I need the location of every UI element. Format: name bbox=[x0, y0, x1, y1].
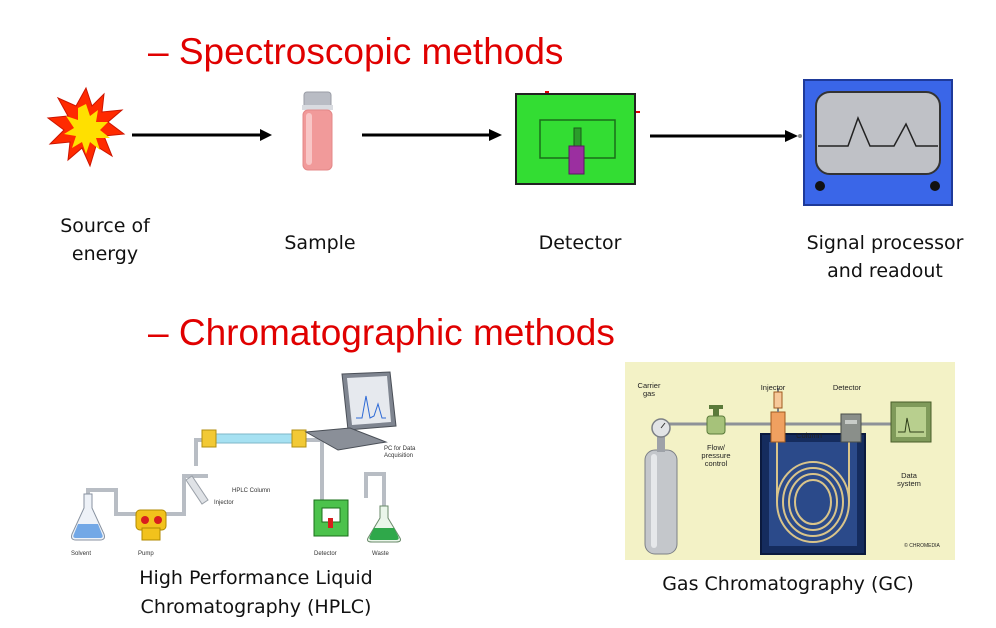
hplc-caption-line1: High Performance Liquid bbox=[139, 567, 373, 589]
label-source-of-energy: Source of energy bbox=[40, 212, 170, 268]
hplc-label-pc: PC for Data Acquisition bbox=[384, 446, 415, 460]
hplc-pump-icon bbox=[135, 509, 167, 541]
spectroscopic-flow-diagram bbox=[46, 79, 953, 206]
gc-data-system-icon bbox=[890, 401, 932, 443]
label-signal-processor: Signal processor and readout bbox=[790, 229, 980, 285]
gc-injector-icon bbox=[770, 388, 786, 443]
hplc-label-column: HPLC Column bbox=[232, 488, 271, 494]
hplc-label-pc-line2: Acquisition bbox=[384, 453, 414, 459]
gc-caption: Gas Chromatography (GC) bbox=[662, 573, 914, 595]
label-signal-line1: Signal processor bbox=[806, 232, 964, 254]
gc-label-data-system: Data system bbox=[889, 472, 929, 488]
arrow-source-to-sample bbox=[132, 129, 272, 141]
label-source-line2: energy bbox=[71, 243, 139, 265]
gc-label-data-line1: Data bbox=[901, 471, 917, 480]
hplc-label-solvent: Solvent bbox=[71, 551, 92, 557]
hplc-injector-icon bbox=[185, 475, 209, 505]
sample-vial-icon bbox=[302, 91, 333, 171]
hplc-label-waste: Waste bbox=[372, 551, 389, 557]
gc-detector-icon bbox=[840, 413, 862, 443]
hplc-label-pc-line1: PC for Data bbox=[384, 446, 416, 452]
hplc-laptop-icon bbox=[304, 371, 397, 451]
arrow-detector-to-readout bbox=[650, 130, 802, 142]
arrow-sample-to-detector bbox=[362, 129, 502, 141]
energy-source-icon bbox=[46, 86, 126, 168]
label-source-line1: Source of bbox=[60, 215, 150, 237]
gc-illustration bbox=[644, 388, 932, 555]
gc-label-copyright: © CHROMEDIA bbox=[904, 543, 940, 549]
gc-label-carrier-line2: gas bbox=[642, 389, 656, 398]
gc-label-injector: Injector bbox=[760, 383, 786, 392]
gc-column-coil-icon bbox=[776, 438, 850, 543]
hplc-label-detector: Detector bbox=[314, 551, 337, 557]
gc-label-carrier: Carrier gas bbox=[635, 382, 663, 398]
gc-label-flow: Flow/ pressure control bbox=[695, 444, 737, 468]
heading-spectroscopic: – Spectroscopic methods bbox=[148, 31, 564, 72]
gc-label-carrier-line1: Carrier bbox=[637, 381, 661, 390]
gc-label-flow-line3: control bbox=[704, 459, 728, 468]
hplc-caption-line2: Chromatography (HPLC) bbox=[140, 596, 372, 618]
detector-box-icon bbox=[515, 91, 640, 185]
label-sample: Sample bbox=[284, 232, 356, 254]
heading-chromatographic: – Chromatographic methods bbox=[148, 312, 615, 353]
gc-label-flow-line2: pressure bbox=[701, 451, 731, 460]
gc-flow-control-icon bbox=[706, 405, 726, 435]
signal-monitor-icon bbox=[803, 79, 953, 206]
hplc-column-fitting-left bbox=[201, 429, 217, 448]
gc-label-data-line2: system bbox=[897, 479, 921, 488]
gc-diagram: Carrier gas Injector Detector Flow/ pres… bbox=[625, 362, 955, 560]
gc-label-flow-line1: Flow/ bbox=[707, 443, 725, 452]
gc-label-detector: Detector bbox=[832, 383, 862, 392]
hplc-diagram: Solvent Pump Injector HPLC Column PC for… bbox=[66, 368, 444, 568]
gc-gas-cylinder-icon bbox=[644, 418, 678, 555]
hplc-illustration bbox=[71, 371, 401, 543]
label-detector: Detector bbox=[538, 232, 622, 254]
hplc-caption: High Performance Liquid Chromatography (… bbox=[96, 564, 416, 622]
label-signal-line2: and readout bbox=[827, 260, 943, 282]
gc-label-column: Column bbox=[796, 431, 822, 440]
hplc-label-pump: Pump bbox=[138, 551, 154, 557]
hplc-label-injector: Injector bbox=[214, 500, 234, 506]
hplc-column-fitting-right bbox=[291, 429, 307, 448]
hplc-column-icon bbox=[203, 433, 301, 444]
hplc-detector-icon bbox=[313, 499, 349, 537]
